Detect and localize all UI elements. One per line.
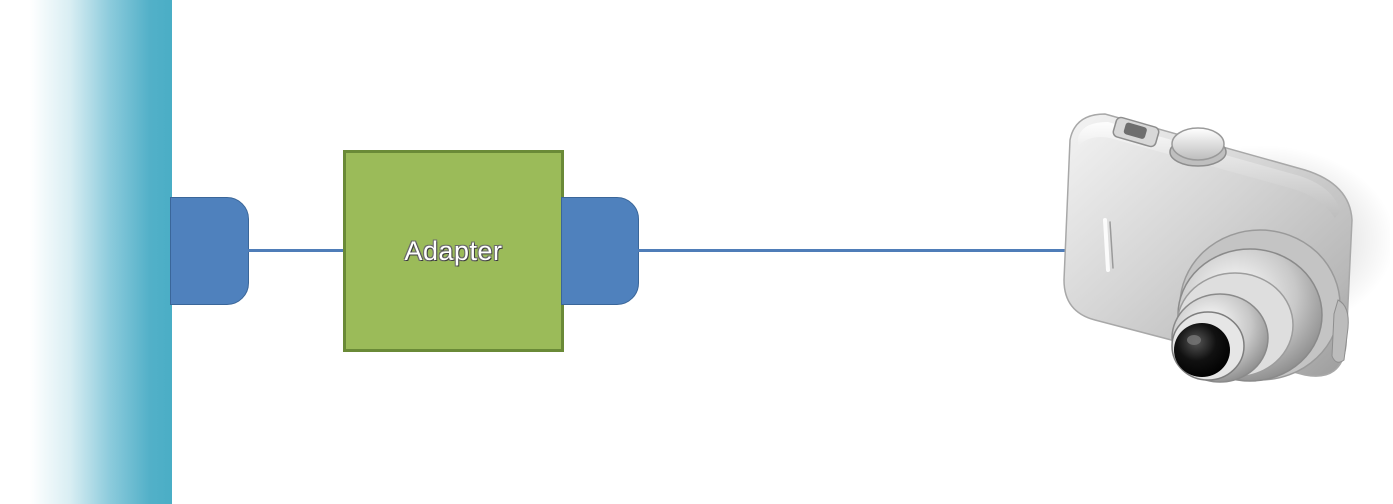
host-to-adapter-wire [248,249,346,252]
camera-icon [1063,113,1390,383]
host-port-connector [170,197,249,305]
adapter-port-connector [561,197,639,305]
adapter-to-camera-wire [638,249,1078,252]
adapter-box: Adapter [343,150,564,352]
adapter-label: Adapter [404,235,503,266]
host-bar [0,0,172,504]
